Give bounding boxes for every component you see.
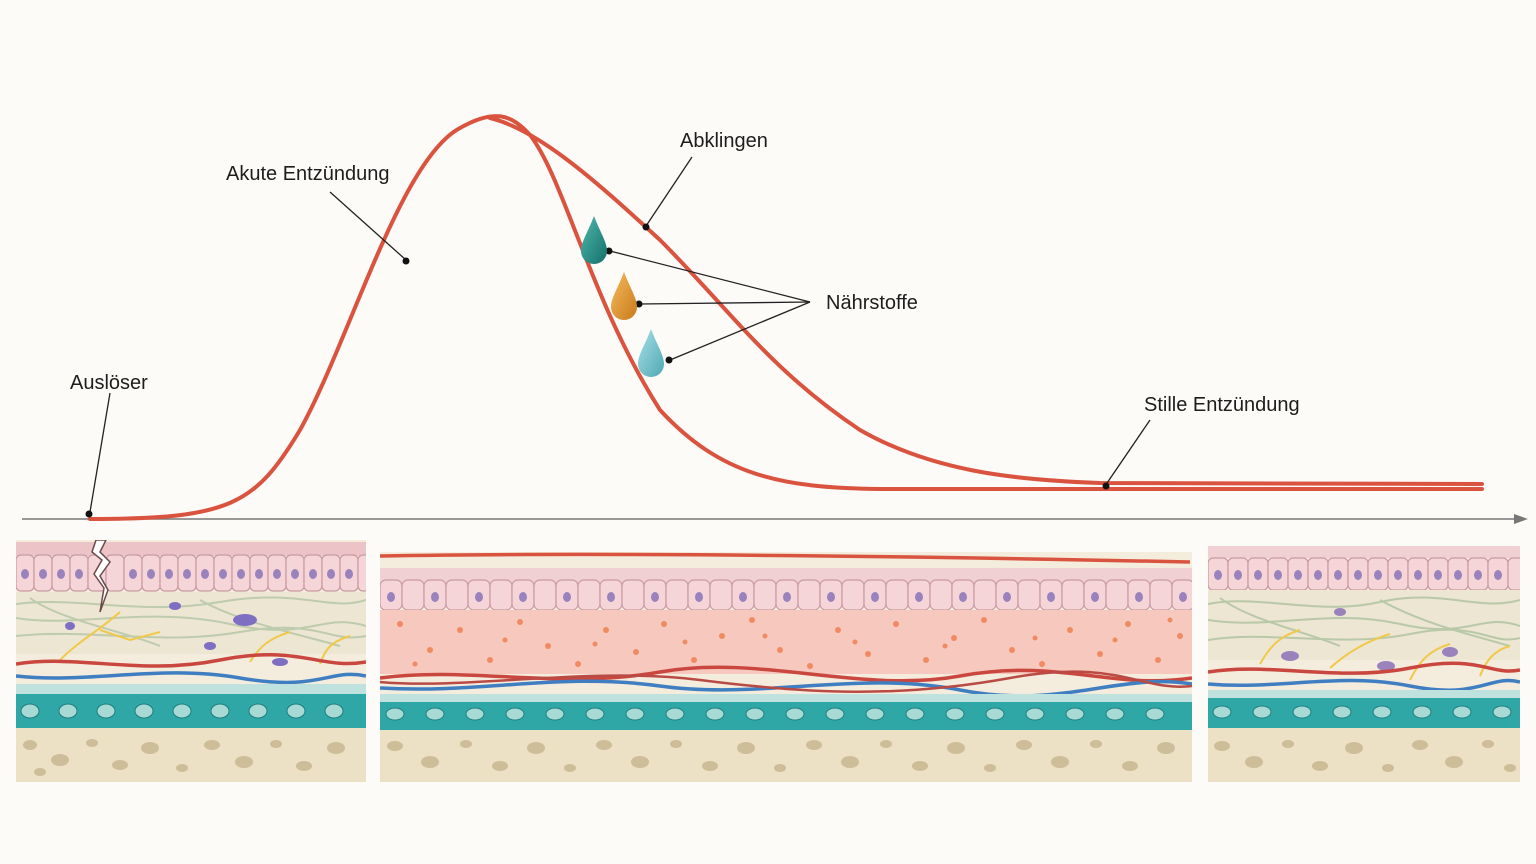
label-resolution: Abklingen: [680, 130, 768, 152]
label-nutrients: Nährstoffe: [826, 292, 918, 314]
prolonged-curve: [488, 116, 1484, 486]
collagen-fibers: [16, 596, 366, 647]
inflammation-curves: [88, 114, 1484, 521]
tissue-panel-acute: [380, 552, 1192, 782]
time-axis: [22, 514, 1528, 524]
droplet-icon: [611, 272, 637, 320]
nutrient-droplets: [581, 216, 664, 377]
epidermis-cells: [16, 554, 366, 592]
marker-dots: [85, 223, 1110, 518]
droplet-icon: [638, 329, 664, 377]
tissue-crack-icon: [91, 540, 111, 613]
leader-lines: [89, 156, 1151, 513]
inflammation-dots: [397, 617, 1183, 669]
label-trigger: Auslöser: [70, 372, 148, 394]
acute-resolving-curve: [88, 114, 1484, 521]
tissue-panel-trigger: [16, 540, 366, 782]
droplet-icon: [581, 216, 607, 264]
label-silent-inflammation: Stille Entzündung: [1144, 394, 1300, 416]
tissue-panel-silent: [1208, 546, 1520, 782]
inflamed-dermis: [380, 610, 1192, 674]
label-acute-inflammation: Akute Entzündung: [226, 163, 389, 185]
